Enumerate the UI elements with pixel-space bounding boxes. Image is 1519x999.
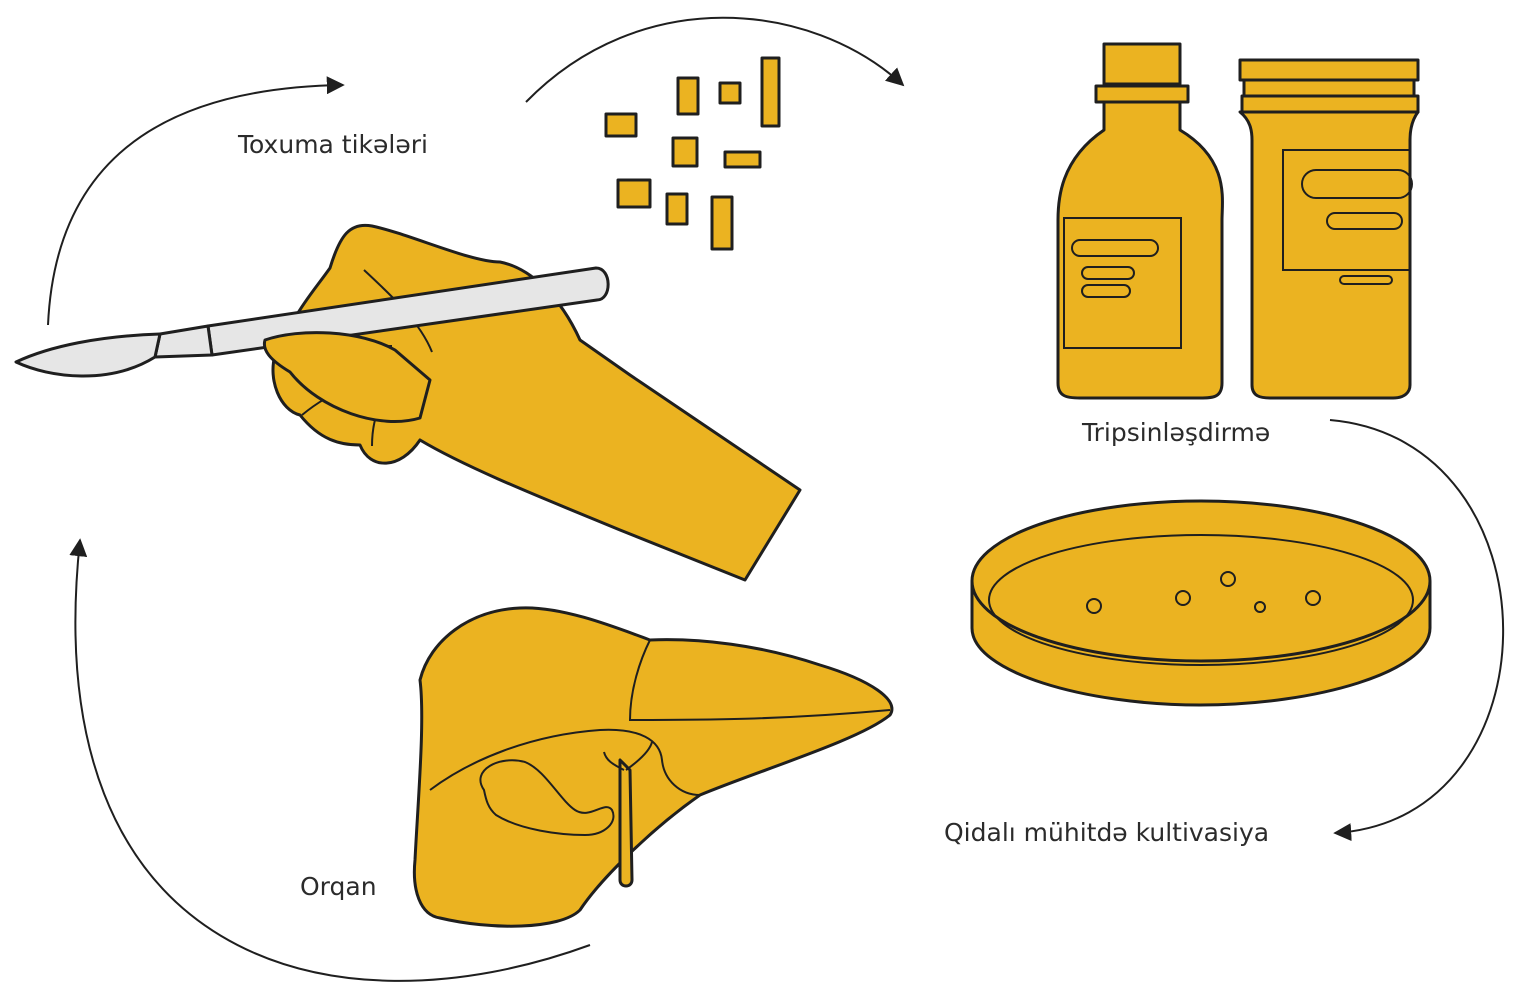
jar-icon xyxy=(1240,60,1418,398)
petri-dish-icon xyxy=(972,501,1430,705)
bottle-icon xyxy=(1058,44,1222,398)
tissue-pieces-icon xyxy=(606,58,779,249)
label-trypsinization: Tripsinləşdirmə xyxy=(1082,418,1270,447)
label-culture: Qidalı mühitdə kultivasiya xyxy=(944,818,1269,847)
arrow-hand-to-tissue xyxy=(48,85,343,325)
liver-icon xyxy=(414,608,892,926)
arrow-tissue-to-bottles xyxy=(526,18,903,102)
label-tissue-pieces: Toxuma tikələri xyxy=(238,130,428,159)
label-organ: Orqan xyxy=(300,872,377,901)
